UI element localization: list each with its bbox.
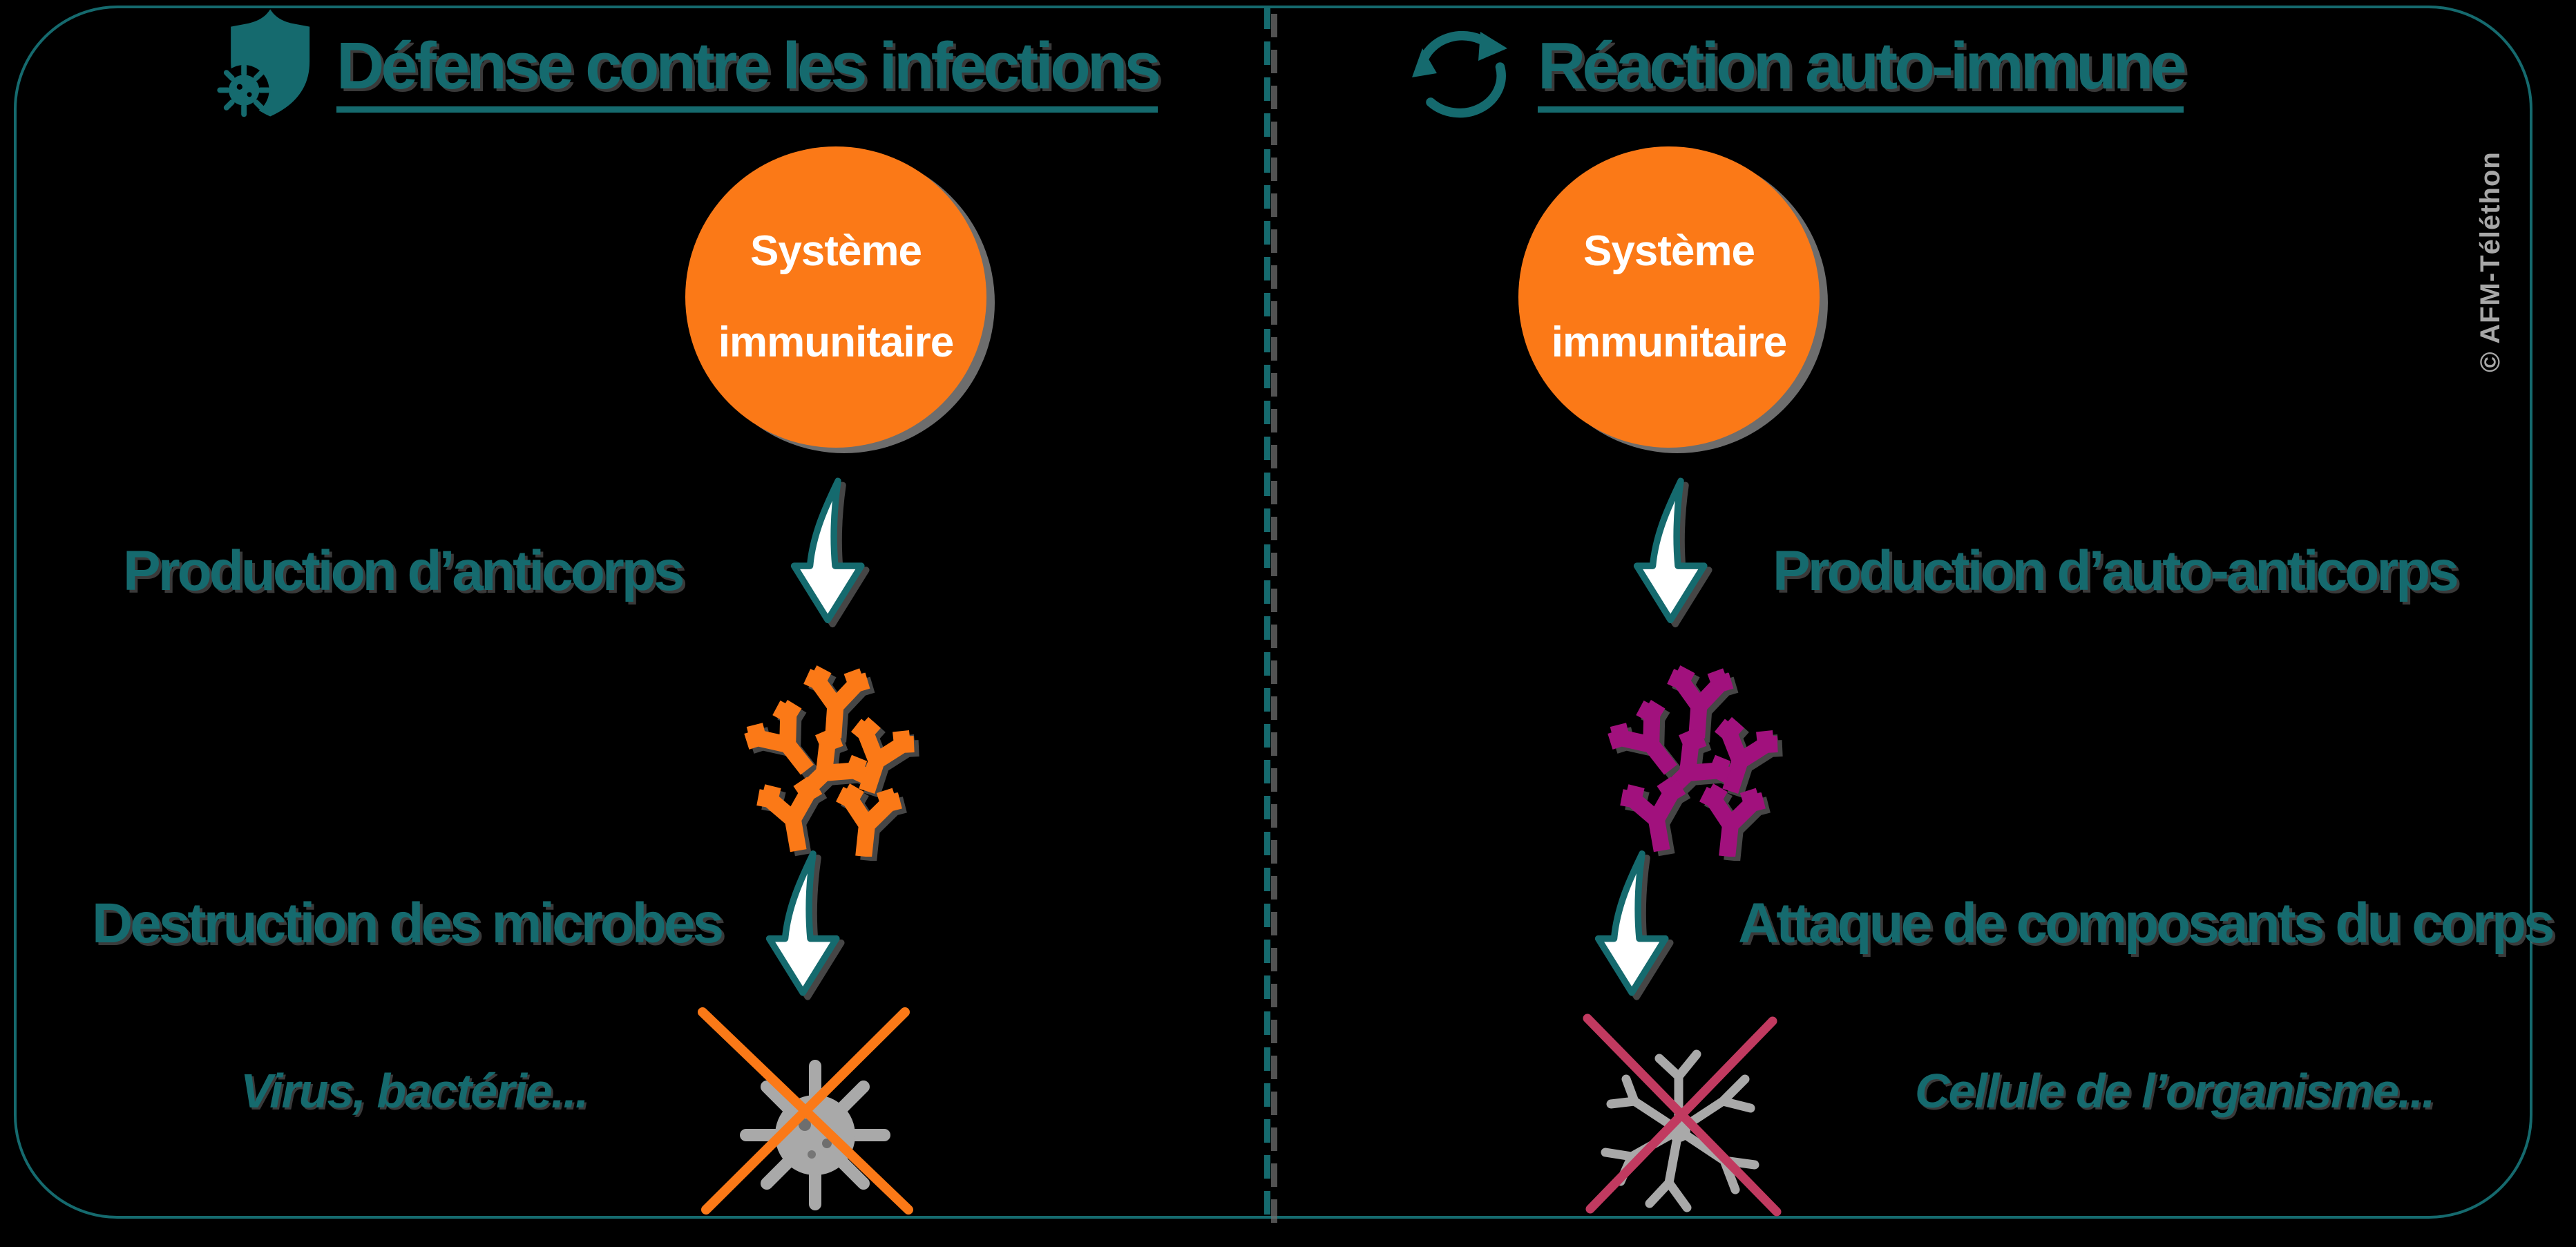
down-arrow-icon (1622, 453, 1715, 649)
down-arrow-icon (779, 453, 872, 649)
copyright-watermark: © AFM-Téléthon (2475, 151, 2506, 372)
immune-system-bubble-left: Système immunitaire (685, 146, 986, 448)
cross-icon (698, 1007, 913, 1215)
right-panel-title: Réaction auto-immune (1538, 33, 2187, 113)
shield-virus-icon (217, 9, 310, 117)
panel-divider (1264, 6, 1270, 1216)
right-step2-label: Attaque de composants du corps (1738, 892, 2555, 955)
left-step1-label: Production d’anticorps (123, 540, 685, 602)
bubble-text-line2: immunitaire (1551, 318, 1787, 366)
right-step1-label: Production d’auto-anticorps (1773, 540, 2459, 602)
divider-shadow (1271, 14, 1277, 1224)
bubble-text-line2: immunitaire (718, 318, 954, 366)
left-panel-title: Défense contre les infections (336, 33, 1161, 113)
bubble-text-line1: Système (750, 227, 922, 275)
destroyed-microbe-icon (698, 1007, 913, 1215)
immune-system-bubble-right: Système immunitaire (1518, 146, 1820, 448)
attacked-body-cell-icon (1583, 1013, 1782, 1217)
cross-icon (1583, 1013, 1782, 1217)
bubble-text-line1: Système (1583, 227, 1755, 275)
left-step2-label: Destruction des microbes (92, 892, 724, 955)
down-arrow-icon (754, 824, 848, 1024)
left-caption: Virus, bactérie... (240, 1064, 589, 1118)
cycle-arrows-icon (1412, 30, 1507, 118)
right-caption: Cellule de l’organisme... (1915, 1064, 2435, 1118)
